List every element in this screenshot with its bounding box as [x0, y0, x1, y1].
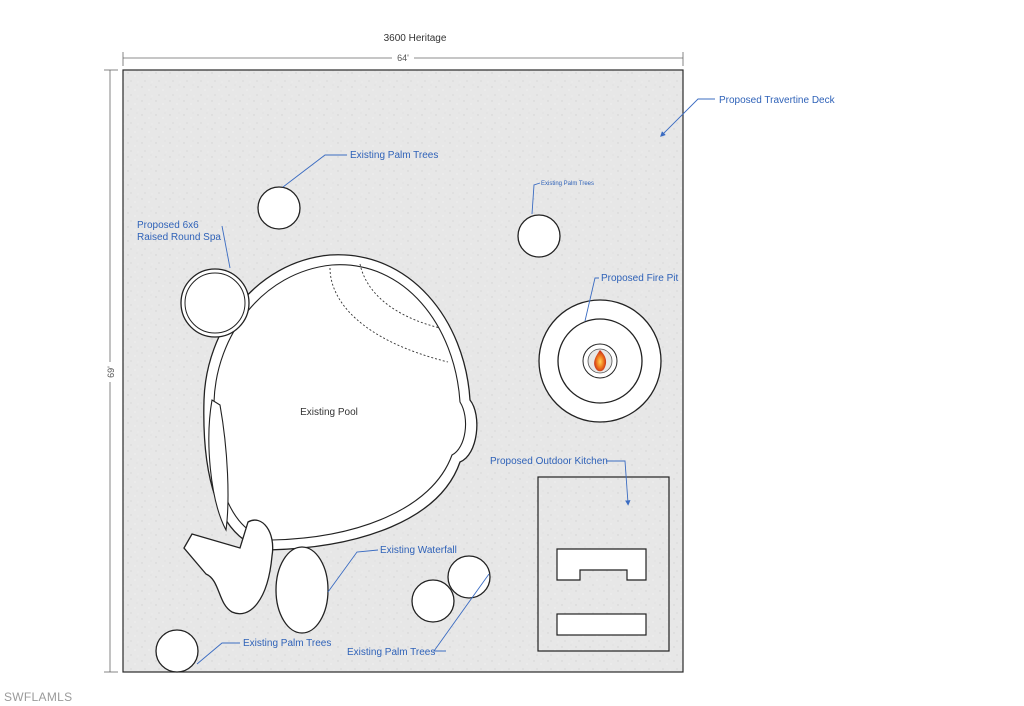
deck-label: Proposed Travertine Deck [719, 95, 836, 106]
pool-label: Existing Pool [300, 407, 358, 418]
kitchen-label: Proposed Outdoor Kitchen [490, 456, 608, 467]
palm-tree-bottom-a [411, 579, 455, 623]
kitchen-leader [606, 460, 631, 506]
width-dimension-label: 64' [397, 53, 409, 63]
palm-tree-bottom-b [447, 555, 491, 599]
palm-tree-top-left [257, 186, 301, 230]
palms-top-label: Existing Palm Trees [350, 150, 438, 161]
pool-rock-right [275, 546, 329, 634]
palms-bottom-right-leader [433, 573, 490, 652]
waterfall-leader [327, 549, 379, 593]
kitchen-counter-l [556, 548, 647, 581]
spa-inner [184, 272, 246, 334]
plan-title: 3600 Heritage [384, 33, 447, 44]
palm-tree-bottom-left [155, 629, 199, 673]
spa-label-line1: Proposed 6x6 [137, 220, 199, 231]
palms-small-leader [531, 182, 541, 215]
palms-small-label: Existing Palm Trees [541, 181, 594, 187]
spa-label-line2: Raised Round Spa [137, 232, 221, 243]
watermark: SWFLAMLS [4, 690, 73, 704]
deck-leader [660, 98, 715, 137]
pool-steps-2 [359, 263, 441, 329]
width-label-bg [392, 52, 414, 63]
height-label-bg [104, 362, 116, 382]
palm-tree-top-right [517, 214, 561, 258]
fire-pit-leader [584, 277, 599, 322]
palms-top-leader [282, 154, 347, 188]
outdoor-kitchen-area [537, 476, 670, 652]
kitchen-counter-bar [556, 613, 647, 636]
pool-beach-entry [208, 399, 229, 532]
palms-bottom-left-label: Existing Palm Trees [243, 638, 331, 649]
pool-rock-left [183, 519, 274, 615]
fire-pit-label: Proposed Fire Pit [601, 273, 678, 284]
height-dimension-label: 69' [106, 366, 116, 378]
palms-bottom-left-leader [196, 642, 240, 665]
palms-bottom-right-label: Existing Palm Trees [347, 647, 435, 658]
fire-icon [594, 350, 607, 372]
waterfall-label: Existing Waterfall [380, 545, 457, 556]
spa-leader [221, 225, 231, 269]
